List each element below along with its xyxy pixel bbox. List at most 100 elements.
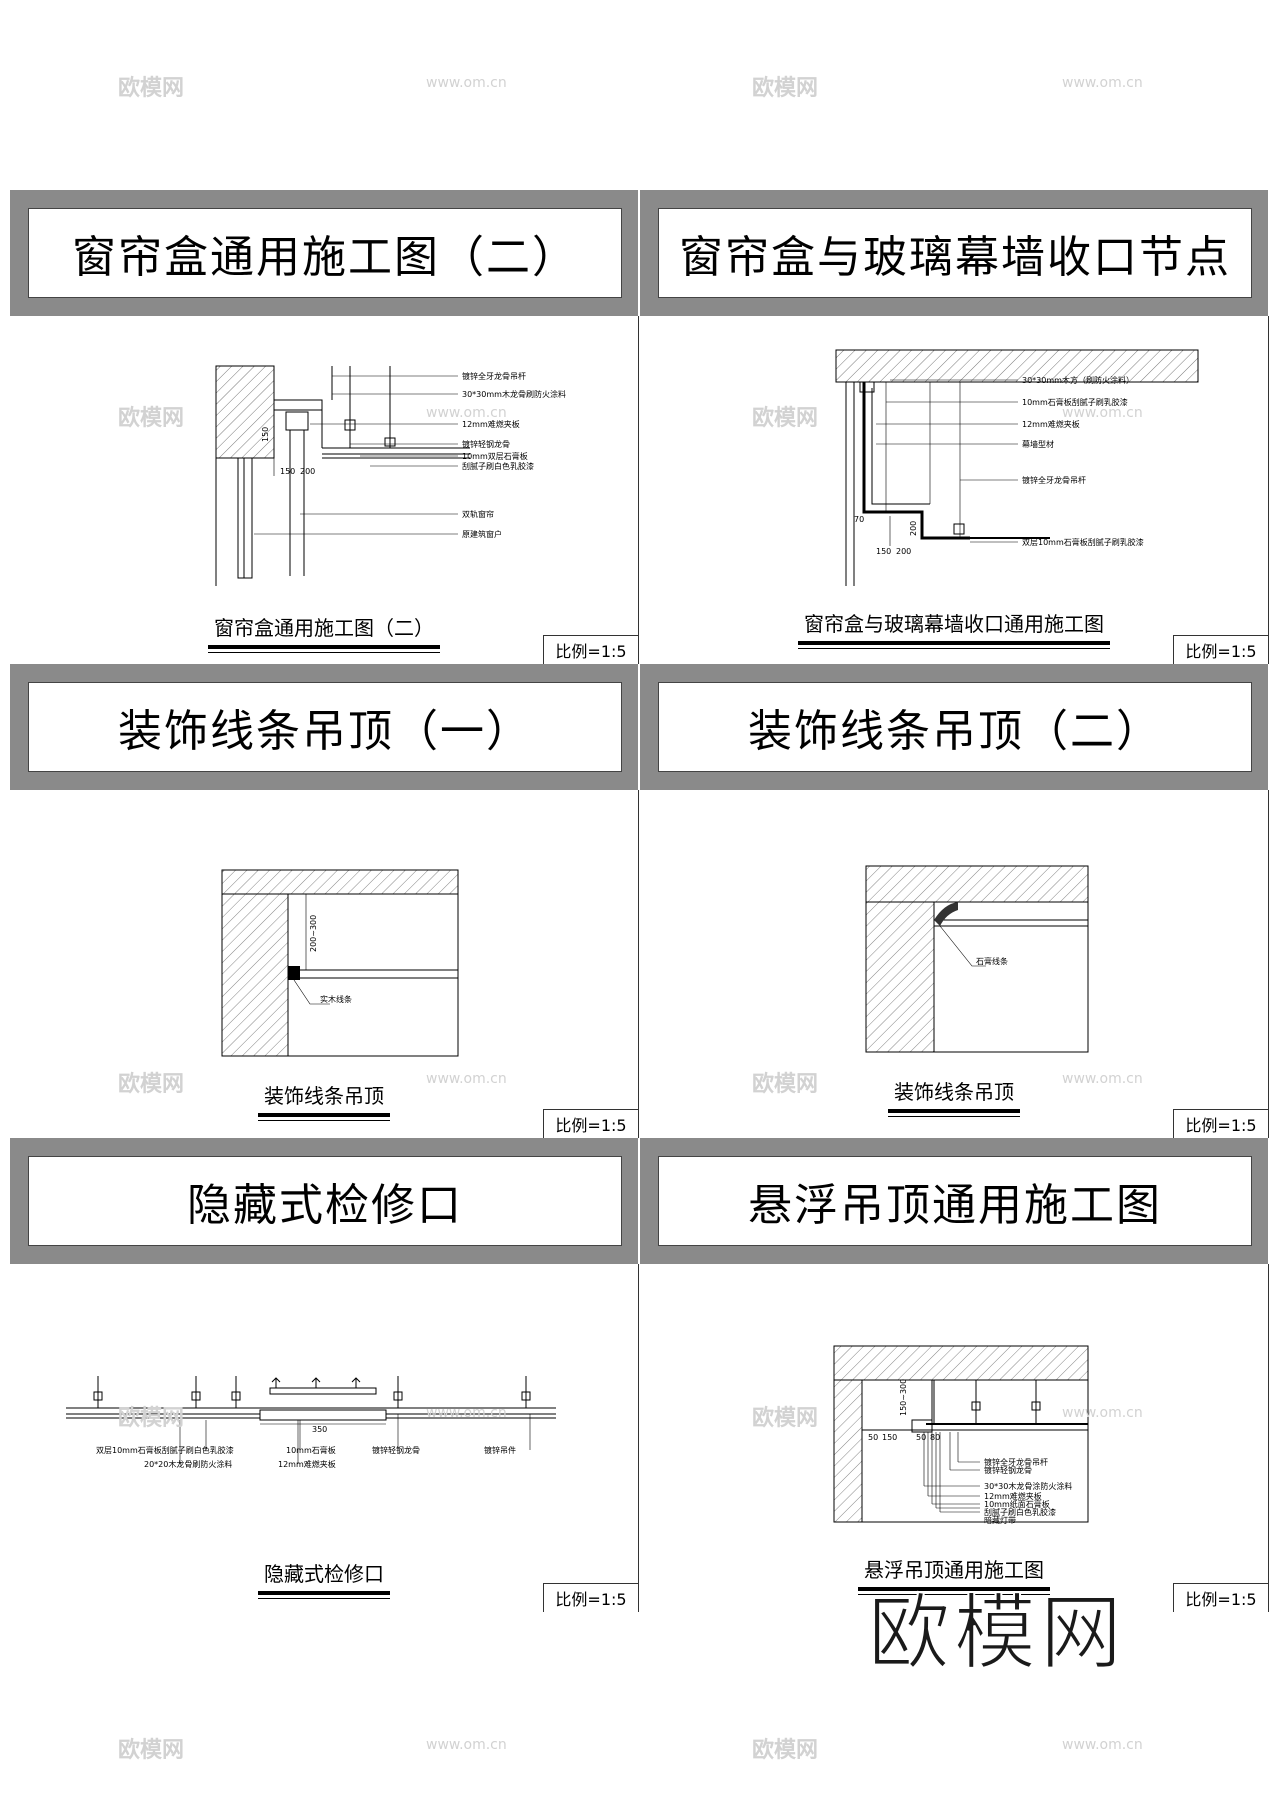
- panel-title: 窗帘盒通用施工图（二）: [72, 232, 578, 283]
- panel-curtain-wall-joint: 窗帘盒与玻璃幕墙收口节点: [640, 190, 1269, 664]
- dimension: 200: [300, 467, 315, 476]
- scale-label: 比例=1:5: [543, 1583, 638, 1612]
- panel-body: 镀锌全牙龙骨吊杆 30*30mm木龙骨刷防火涂料 12mm难燃夹板 镀锌轻钢龙骨…: [10, 316, 639, 664]
- label: 刮腻子刷白色乳胶漆: [984, 1507, 1056, 1517]
- dimension: 200: [909, 521, 918, 536]
- watermark: www.om.cn: [1062, 1071, 1143, 1087]
- watermark: www.om.cn: [1062, 1405, 1143, 1421]
- label: 12mm难燃夹板: [984, 1491, 1042, 1501]
- panel-decor-line-ceiling-2: 装饰线条吊顶（二） 石膏线条 装饰线条吊顶 比例=1:5: [640, 664, 1269, 1138]
- scale-label: 比例=1:5: [1173, 1583, 1268, 1612]
- dimension: 200: [896, 547, 911, 556]
- panel-body: 350 双层10mm石膏板刮腻子刷白色乳胶漆 20*20木龙骨刷防火涂料 10m…: [10, 1264, 639, 1612]
- dimension: 200~300: [309, 915, 318, 952]
- watermark: 欧模网: [752, 76, 819, 101]
- scale-label: 比例=1:5: [543, 1109, 638, 1138]
- label: 镀锌全牙龙骨吊杆: [462, 371, 526, 381]
- drawing-caption: 窗帘盒通用施工图（二）: [10, 612, 638, 649]
- label: 10mm纸面石膏板: [984, 1499, 1050, 1509]
- panel-header: 装饰线条吊顶（一）: [10, 664, 638, 790]
- panel-title-box: 窗帘盒与玻璃幕墙收口节点: [658, 208, 1252, 298]
- panel-title-box: 窗帘盒通用施工图（二）: [28, 208, 622, 298]
- label: 10mm石膏板刮腻子刷乳胶漆: [1022, 397, 1128, 407]
- dimension: 150: [261, 427, 270, 442]
- panel-header: 装饰线条吊顶（二）: [640, 664, 1268, 790]
- panel-title: 装饰线条吊顶（二）: [748, 706, 1162, 757]
- label: 12mm难燃夹板: [1022, 419, 1080, 429]
- panel-title-box: 悬浮吊顶通用施工图: [658, 1156, 1252, 1246]
- watermark: 欧模网: [752, 1406, 819, 1431]
- panel-title: 悬浮吊顶通用施工图: [748, 1180, 1162, 1231]
- detail-drawing: 350 双层10mm石膏板刮腻子刷白色乳胶漆 20*20木龙骨刷防火涂料 10m…: [66, 1376, 556, 1469]
- dimension: 80: [930, 1433, 940, 1442]
- panel-decor-line-ceiling-1: 装饰线条吊顶（一） 200~300 实木线条: [10, 664, 639, 1138]
- panel-curtain-box: 窗帘盒通用施工图（二）: [10, 190, 639, 664]
- watermark: www.om.cn: [1062, 405, 1143, 421]
- panel-header: 窗帘盒与玻璃幕墙收口节点: [640, 190, 1268, 316]
- panel-title: 装饰线条吊顶（一）: [118, 706, 532, 757]
- drawing-sheet: 窗帘盒通用施工图（二）: [10, 190, 1272, 1612]
- label: 实木线条: [320, 994, 352, 1004]
- watermark: www.om.cn: [426, 1737, 507, 1753]
- watermark: 欧模网: [118, 406, 185, 431]
- dimension: 150: [882, 1433, 897, 1442]
- label: 30*30mm木龙骨刷防火涂料: [462, 389, 566, 399]
- dimension: 150: [280, 467, 295, 476]
- label: 镀锌全牙龙骨吊杆: [1022, 475, 1086, 485]
- label: 刮腻子刷白色乳胶漆: [462, 461, 534, 471]
- panel-title: 隐藏式检修口: [187, 1180, 463, 1231]
- watermark: 欧模网: [752, 1738, 819, 1763]
- label: 双轨窗帘: [462, 509, 494, 519]
- dimension: 350: [312, 1425, 327, 1434]
- label: 镀锌吊件: [484, 1445, 516, 1455]
- panel-header: 隐藏式检修口: [10, 1138, 638, 1264]
- label: 12mm难燃夹板: [278, 1459, 336, 1469]
- watermark: www.om.cn: [1062, 1737, 1143, 1753]
- label: 镀锌轻钢龙骨: [462, 439, 510, 449]
- panel-body: 石膏线条 装饰线条吊顶 比例=1:5: [640, 790, 1269, 1138]
- scale-label: 比例=1:5: [543, 635, 638, 664]
- label: 幕墙型材: [1022, 439, 1054, 449]
- label: 暗藏灯带: [984, 1515, 1016, 1525]
- watermark: 欧模网: [118, 1738, 185, 1763]
- panel-hidden-access-panel: 隐藏式检修口: [10, 1138, 639, 1612]
- detail-drawing: 镀锌全牙龙骨吊杆 镀锌轻钢龙骨 30*30木龙骨涂防火涂料 12mm难燃夹板 1…: [833, 1345, 1089, 1525]
- detail-drawing: 石膏线条: [865, 865, 1089, 1053]
- label: 镀锌轻钢龙骨: [372, 1445, 420, 1455]
- label: 30*30木龙骨涂防火涂料: [984, 1481, 1072, 1491]
- panel-title-box: 隐藏式检修口: [28, 1156, 622, 1246]
- watermark: www.om.cn: [426, 1071, 507, 1087]
- panel-body: 镀锌全牙龙骨吊杆 镀锌轻钢龙骨 30*30木龙骨涂防火涂料 12mm难燃夹板 1…: [640, 1264, 1269, 1612]
- label: 镀锌全牙龙骨吊杆: [984, 1457, 1048, 1467]
- label: 20*20木龙骨刷防火涂料: [144, 1459, 232, 1469]
- drawing-caption: 装饰线条吊顶: [640, 1076, 1268, 1113]
- panel-title: 窗帘盒与玻璃幕墙收口节点: [679, 232, 1231, 283]
- watermark: 欧模网: [118, 1072, 185, 1097]
- detail-drawing: 镀锌全牙龙骨吊杆 30*30mm木龙骨刷防火涂料 12mm难燃夹板 镀锌轻钢龙骨…: [215, 365, 566, 586]
- drawing-caption: 装饰线条吊顶: [10, 1080, 638, 1117]
- watermark: 欧模网: [752, 406, 819, 431]
- panel-title-box: 装饰线条吊顶（二）: [658, 682, 1252, 772]
- panel-body: 30*30mm木方（刷防火涂料） 10mm石膏板刮腻子刷乳胶漆 12mm难燃夹板…: [640, 316, 1269, 664]
- dimension: 150: [876, 547, 891, 556]
- watermark: www.om.cn: [426, 1405, 507, 1421]
- panel-header: 悬浮吊顶通用施工图: [640, 1138, 1268, 1264]
- drawing-caption: 悬浮吊顶通用施工图: [640, 1554, 1268, 1591]
- panel-floating-ceiling: 悬浮吊顶通用施工图: [640, 1138, 1269, 1612]
- watermark: www.om.cn: [1062, 75, 1143, 91]
- logo-watermark: 欧模网: [867, 1585, 1127, 1682]
- panel-body: 200~300 实木线条 装饰线条吊顶 比例=1:5: [10, 790, 639, 1138]
- watermark: 欧模网: [118, 76, 185, 101]
- label: 原建筑窗户: [462, 529, 502, 539]
- label: 10mm双层石膏板: [462, 451, 528, 461]
- watermark: www.om.cn: [426, 405, 507, 421]
- dimension: 70: [854, 515, 864, 524]
- label: 双层10mm石膏板刮腻子刷白色乳胶漆: [96, 1445, 234, 1455]
- label: 双层10mm石膏板刮腻子刷乳胶漆: [1022, 537, 1144, 547]
- label: 石膏线条: [976, 956, 1008, 966]
- label: 30*30mm木方（刷防火涂料）: [1022, 375, 1134, 385]
- watermark: 欧模网: [752, 1072, 819, 1097]
- label: 12mm难燃夹板: [462, 419, 520, 429]
- panel-title-box: 装饰线条吊顶（一）: [28, 682, 622, 772]
